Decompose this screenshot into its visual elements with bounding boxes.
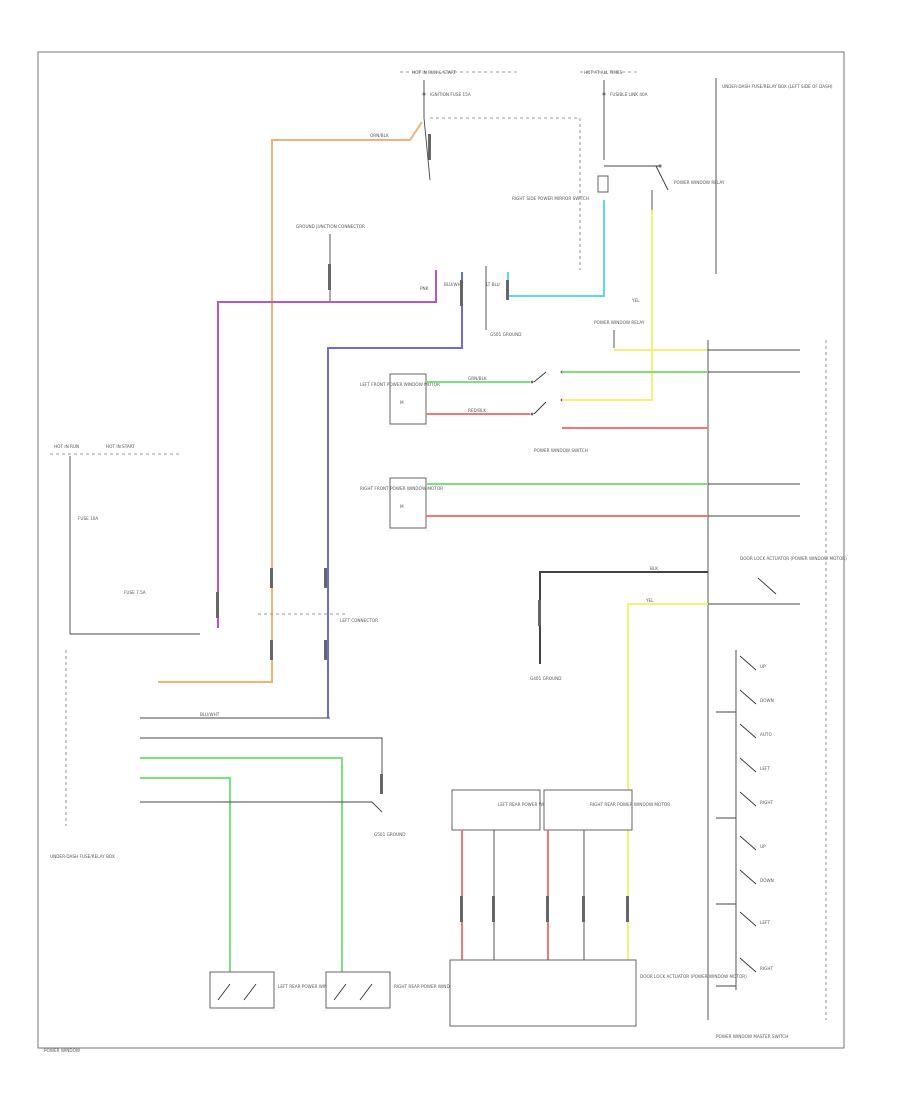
yellow-wire-top-label: YEL: [631, 298, 640, 303]
svg-text:RIGHT: RIGHT: [760, 800, 774, 805]
wire-blue-bottom-label: BLU/WHT: [200, 712, 220, 717]
yellow-wire-bottom: [627, 603, 708, 960]
cyan-wire-label: LT BLU: [486, 282, 500, 287]
door-lock-module-box: [449, 959, 637, 1027]
svg-text:UP: UP: [760, 844, 766, 849]
hot-in-start-left-label: HOT IN START: [106, 444, 135, 449]
fuse-top-right-label: FUSIBLE LINK 40A: [610, 92, 648, 97]
relay-switch-down: [533, 401, 547, 415]
ground-g3-label: G501 GROUND: [374, 832, 405, 837]
green-wire-lf-label: GRN/BLK: [468, 376, 487, 381]
red-wire-lf-label: RED/BLK: [468, 408, 486, 413]
ground-g2-label: G401 GROUND: [530, 676, 561, 681]
svg-text:LEFT: LEFT: [760, 766, 770, 771]
svg-text:DOWN: DOWN: [760, 878, 774, 883]
diagram-frame: [37, 51, 845, 1049]
right-rear-motor-label: RIGHT REAR POWER WINDOW MOTOR: [590, 802, 670, 807]
ground-junction-label: GROUND JUNCTION CONNECTOR: [296, 224, 365, 229]
power-window-switch-label: POWER WINDOW SWITCH: [534, 448, 588, 453]
right-rear-motor-box: [543, 789, 633, 831]
svg-text:RIGHT: RIGHT: [760, 966, 774, 971]
svg-text:DOWN: DOWN: [760, 698, 774, 703]
green-wire-left-b: [140, 777, 231, 972]
master-switch-label: POWER WINDOW MASTER SWITCH: [716, 1034, 788, 1039]
hot-in-run-start-top-label: HOT IN RUN & START: [412, 70, 456, 75]
footer-label: POWER WINDOW: [44, 1048, 80, 1053]
orange-wire-label: ORN/BLK: [370, 133, 389, 138]
relay-top-label: POWER WINDOW RELAY: [674, 180, 725, 185]
ground-g1-label: G501 GROUND: [490, 332, 521, 337]
left-rear-motor-label: LEFT REAR POWER WINDOW MOTOR: [498, 802, 575, 807]
right-front-motor-label: RIGHT FRONT POWER WINDOW MOTOR: [360, 486, 443, 491]
power-window-relay-label: POWER WINDOW RELAY: [594, 320, 645, 325]
fuse-left-label: FUSE 10A: [78, 516, 98, 521]
svg-text:UP: UP: [760, 664, 766, 669]
left-front-motor-box: [389, 373, 427, 425]
left-connector-label: LEFT CONNECTOR: [340, 618, 378, 623]
right-rear-switch-box: [325, 971, 391, 1009]
fuse-left-lower-label: FUSE 7.5A: [124, 590, 146, 595]
purple-wire: [217, 270, 437, 628]
blue-wire: [327, 272, 463, 718]
motor-symbol-lf: M: [400, 400, 404, 405]
underhood-box-label: UNDER-DASH FUSE/RELAY BOX (LEFT SIDE OF …: [722, 84, 833, 89]
blue-wire-label: BLU/WHT: [444, 282, 464, 287]
motor-symbol-rf: M: [400, 504, 404, 509]
green-wire-left-a: [140, 757, 343, 972]
master-switch-stack: UP DOWN AUTO LEFT RIGHT UP DOWN LEFT RIG…: [716, 650, 774, 990]
svg-text:AUTO: AUTO: [760, 732, 772, 737]
under-dash-relay-label: UNDER-DASH FUSE/RELAY BOX: [50, 854, 115, 859]
top-header-right: HOT AT ALL TIMES: [580, 70, 640, 75]
left-front-motor-label: LEFT FRONT POWER WINDOW MOTOR: [360, 382, 440, 387]
relay-switch-up: [533, 371, 547, 383]
hot-in-run-left-label: HOT IN RUN: [54, 444, 79, 449]
hot-at-all-times-top-label: HOT AT ALL TIMES: [584, 70, 623, 75]
svg-text:LEFT: LEFT: [760, 920, 770, 925]
left-rear-switch-label: LEFT REAR POWER WINDOW SWITCH: [278, 984, 356, 989]
purple-wire-label: PNK: [420, 286, 429, 291]
door-lock-label: DOOR LOCK ACTUATOR (POWER WINDOW MOTOR): [740, 556, 847, 561]
door-lock-module-label: DOOR LOCK ACTUATOR (POWER WINDOW MOTOR): [640, 974, 747, 979]
right-front-motor-box: [389, 477, 427, 529]
yellow-wire-bottom-label: YEL: [645, 598, 654, 603]
right-rear-switch-label: RIGHT REAR POWER WINDOW SWITCH: [394, 984, 475, 989]
left-rear-motor-box: [451, 789, 541, 831]
black-wire-g2: [539, 571, 708, 664]
orange-wire: [158, 121, 423, 683]
cyan-wire: [507, 200, 605, 297]
black-wire-label: BLK: [650, 566, 658, 571]
power-window-relay-box: [597, 175, 609, 193]
top-header-left: HOT IN RUN & START: [400, 70, 520, 75]
left-rear-switch-box: [209, 971, 275, 1009]
fuse-top-left-label: IGNITION FUSE 15A: [430, 92, 471, 97]
driver-door-switch-label: RIGHT SIDE POWER MIRROR SWITCH: [512, 196, 589, 201]
